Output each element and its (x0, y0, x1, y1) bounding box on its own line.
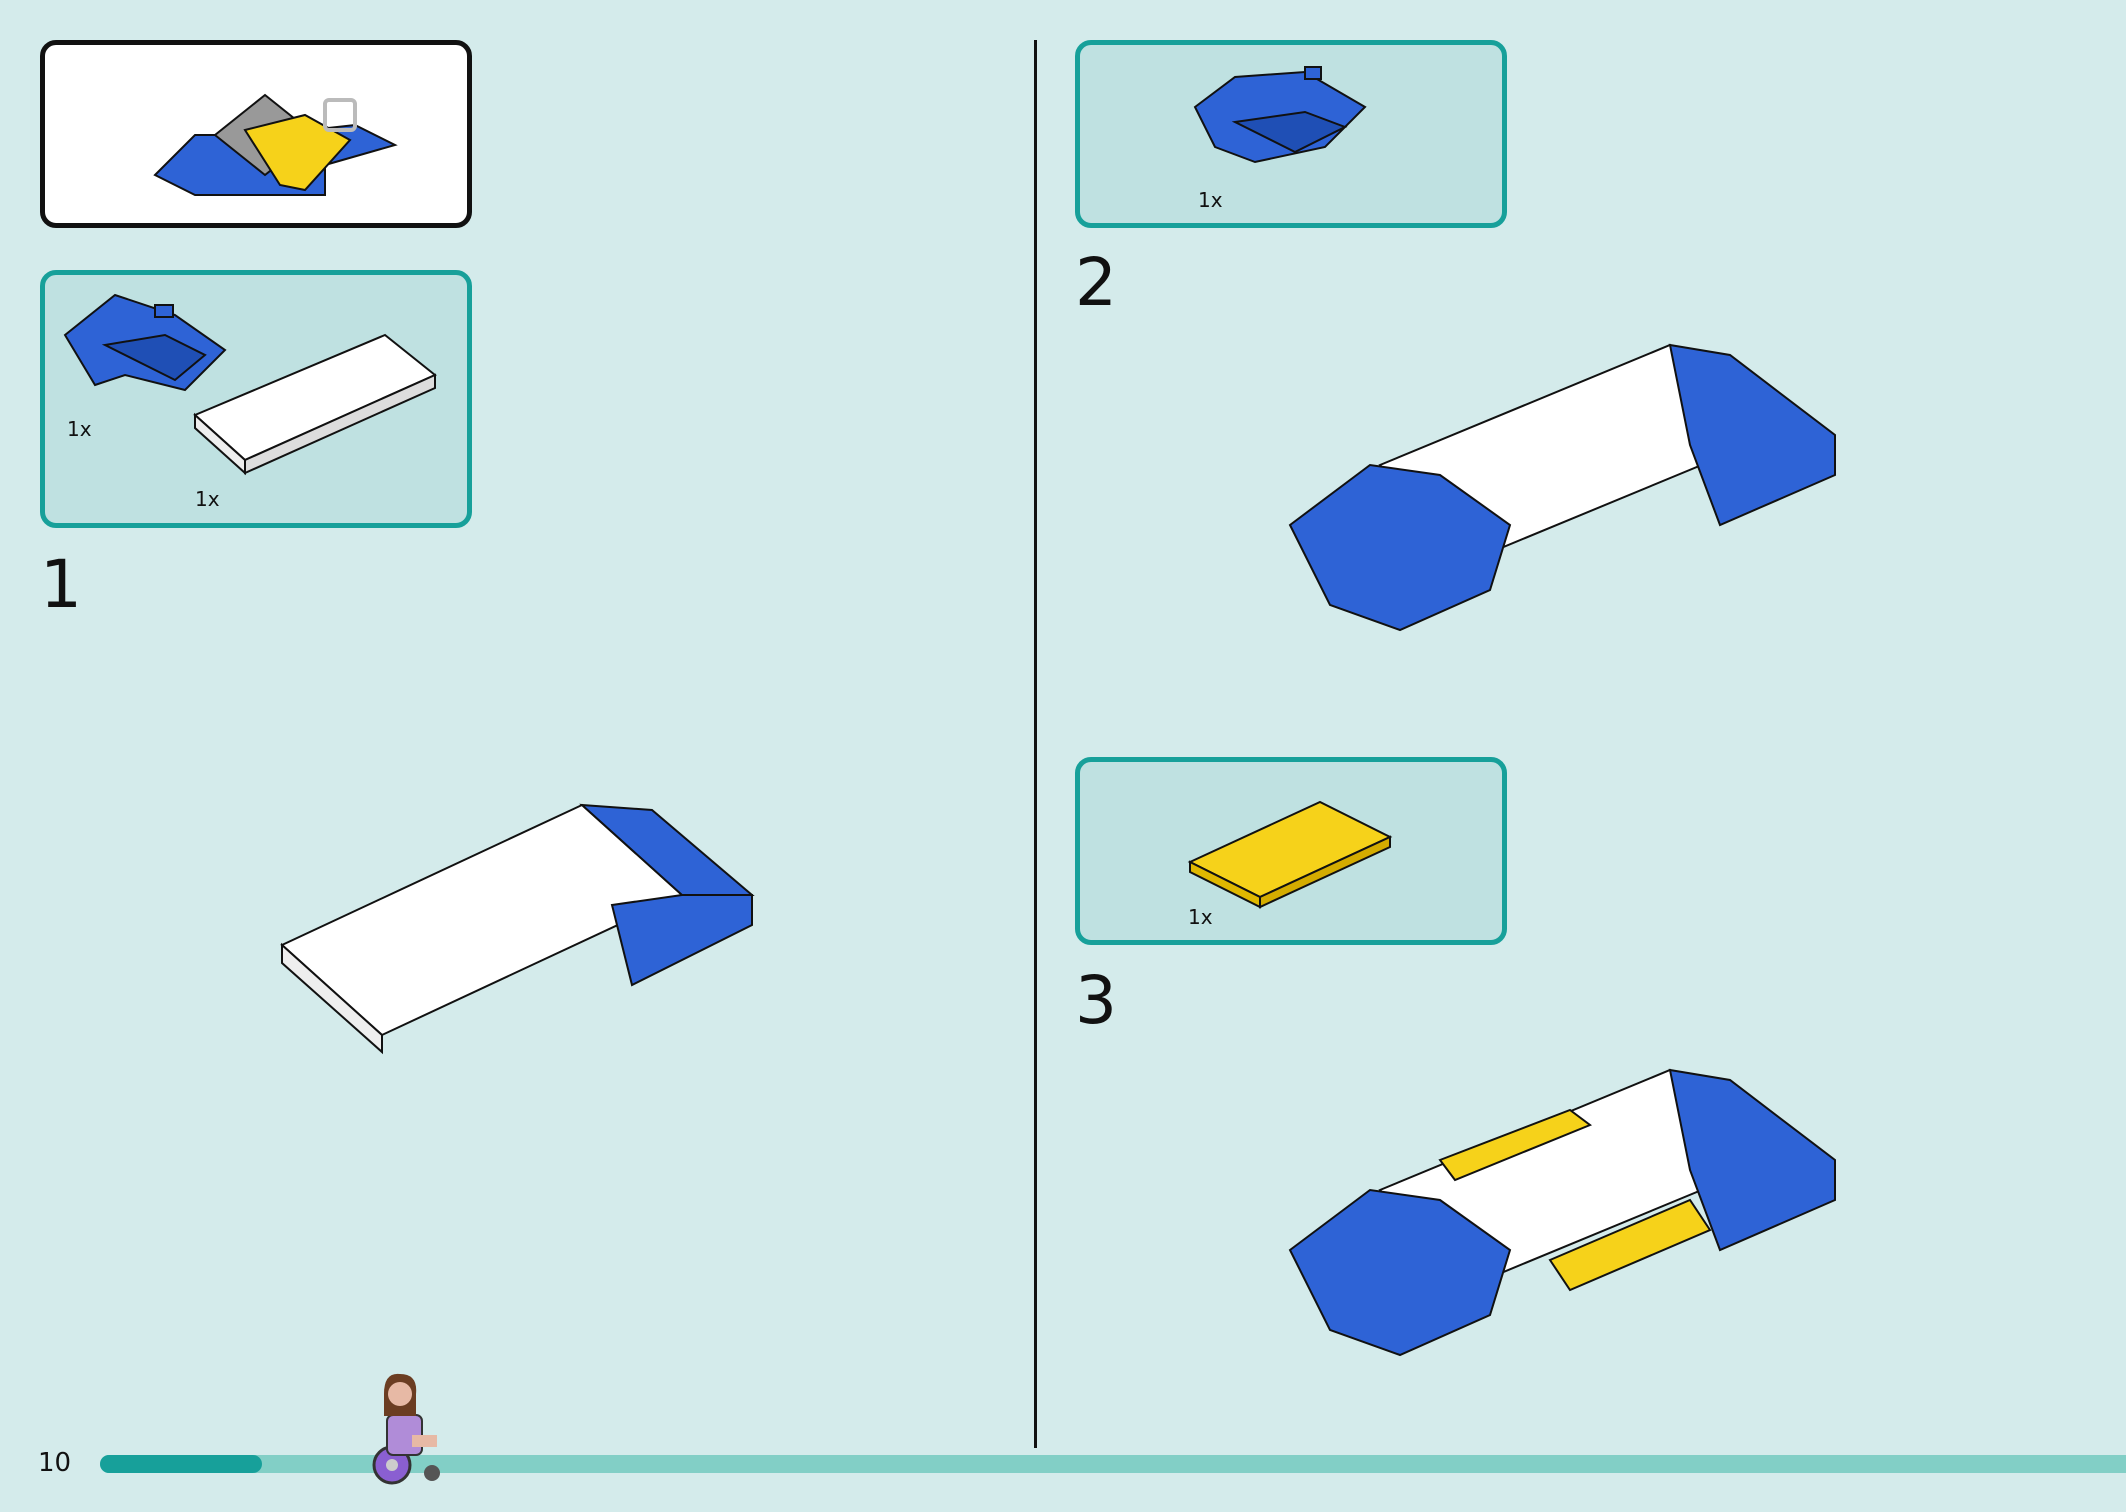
car-model-icon (153, 93, 398, 196)
part-qty: 1x (1198, 188, 1223, 212)
part-qty: 1x (67, 417, 92, 441)
step-number: 1 (40, 546, 82, 623)
step-3-parts-box: 1x (1075, 757, 1507, 945)
step-number: 2 (1075, 244, 1117, 321)
part-qty: 1x (1188, 905, 1213, 929)
step-2-parts-box: 1x (1075, 40, 1507, 228)
yellow-plate-4x6-icon (1187, 800, 1393, 909)
blue-slope-brick-icon (63, 293, 227, 392)
white-plate-4x8-icon (193, 333, 437, 476)
column-divider (1034, 40, 1037, 1448)
part-qty: 1x (195, 487, 220, 511)
final-model-box (40, 40, 472, 228)
step-1-parts-box: 1x 1x (40, 270, 472, 528)
page-number: 10 (38, 1448, 72, 1478)
step-number: 3 (1075, 962, 1117, 1039)
wheelchair-minifigure-icon (372, 1370, 452, 1485)
progress-track (100, 1455, 2126, 1473)
blue-slope-brick-icon (1193, 66, 1367, 164)
progress-fill (100, 1455, 262, 1473)
